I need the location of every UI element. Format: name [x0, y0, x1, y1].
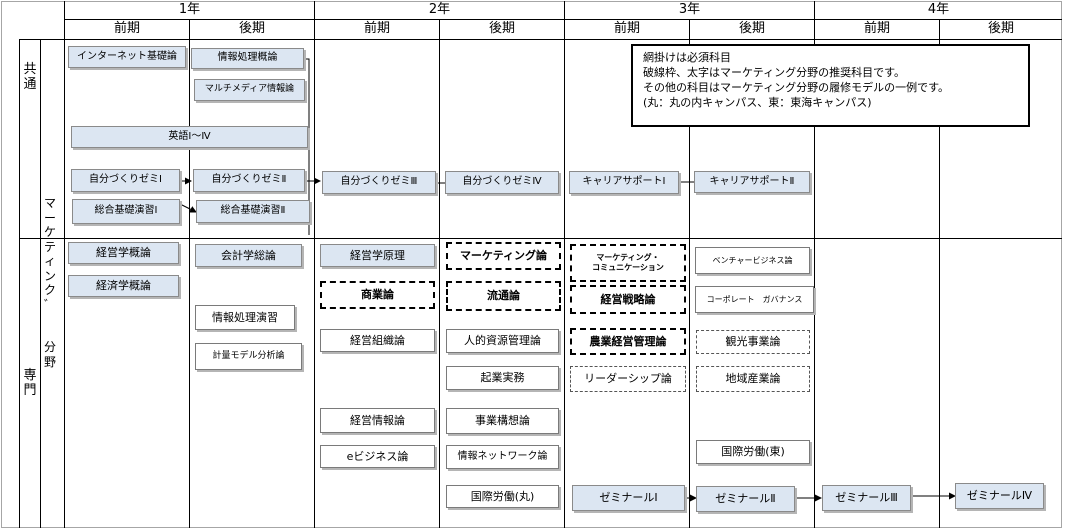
- course-keiei-genri: 経営学原理: [320, 244, 435, 267]
- course-english: 英語Ⅰ～Ⅳ: [71, 126, 308, 148]
- course-venture: ベンチャービジネス論: [695, 247, 810, 274]
- course-kanko: 観光事業論: [696, 330, 810, 354]
- course-joho-network: 情報ネットワーク論: [446, 445, 559, 469]
- course-senryaku: 経営戦略論: [570, 285, 686, 314]
- year-header-4: 4年: [927, 2, 950, 17]
- term-header: 前期: [863, 21, 890, 36]
- legend-line: 破線枠、太字はマーケティング分野の推奨科目です。: [643, 66, 906, 79]
- course-info-gairon: 情報処理概論: [191, 48, 304, 69]
- side-label-marketing: マ ー ケ テ ィ ン ク ゛: [43, 196, 56, 312]
- term-header: 前期: [113, 21, 140, 36]
- grid-line: [19, 39, 20, 528]
- course-seminar-1: ゼミナールⅠ: [572, 485, 685, 511]
- course-internet: インターネット基礎論: [68, 46, 186, 68]
- grid-line: [439, 19, 440, 528]
- term-header: 後期: [987, 21, 1014, 36]
- course-corporate: コーポレート ガバナンス: [695, 286, 814, 313]
- course-career-2: キャリアサポートⅡ: [694, 171, 810, 193]
- connector-line: [304, 58, 310, 235]
- course-zemi-3: 自分づくりゼミⅢ: [322, 171, 436, 194]
- legend-line: 網掛けは必須科目: [643, 51, 731, 64]
- term-header: 前期: [613, 21, 640, 36]
- course-sogo-2: 総合基礎演習Ⅱ: [196, 200, 310, 223]
- course-seminar-2: ゼミナールⅡ: [696, 486, 795, 512]
- course-marketing: マーケティング論: [446, 242, 561, 270]
- term-header: 後期: [238, 21, 265, 36]
- course-multimedia: マルチメディア情報論: [194, 79, 305, 101]
- grid-line: [564, 1, 565, 528]
- year-header-1: 1年: [178, 2, 201, 17]
- grid-line: [939, 19, 940, 528]
- course-jinteki: 人的資源管理論: [446, 329, 559, 353]
- course-keiei-gairon: 経営学概論: [68, 242, 179, 264]
- year-header-3: 3年: [678, 2, 701, 17]
- term-header: 後期: [738, 21, 765, 36]
- course-info-enshu: 情報処理演習: [195, 305, 295, 330]
- course-kaikei: 会計学総論: [195, 244, 302, 267]
- course-keiryo: 計量モデル分析論: [195, 343, 302, 370]
- connector-arrow: [179, 203, 197, 213]
- course-seminar-3: ゼミナールⅢ: [822, 485, 911, 511]
- course-zemi-2: 自分づくりゼミⅡ: [193, 169, 305, 192]
- grid-line: [314, 1, 315, 528]
- legend-line: その他の科目はマーケティング分野の履修モデルの一例です。: [643, 81, 950, 94]
- grid-line: [814, 1, 815, 528]
- course-kokusai-higashi: 国際労働(東): [696, 440, 810, 464]
- course-ryutsu: 流通論: [446, 281, 561, 311]
- course-soshiki: 経営組織論: [320, 329, 435, 352]
- course-keiei-joho: 経営情報論: [320, 408, 435, 433]
- course-keizai-gairon: 経済学概論: [68, 275, 179, 297]
- grid-line: [40, 39, 41, 528]
- course-shogyo: 商業論: [320, 281, 435, 309]
- course-nogyo: 農業経営管理論: [570, 328, 686, 355]
- grid-line: [689, 19, 690, 528]
- course-marcom: マーケティング・ コミュニケーション: [570, 244, 686, 282]
- course-seminar-4: ゼミナールⅣ: [955, 483, 1044, 509]
- legend-line: (丸：丸の内キャンパス、東：東海キャンパス): [643, 96, 872, 109]
- grid-line: [20, 238, 1062, 239]
- course-sogo-1: 総合基礎演習Ⅰ: [72, 199, 180, 224]
- course-kokusai-maru: 国際労働(丸): [446, 485, 559, 508]
- term-header: 前期: [363, 21, 390, 36]
- side-label-specialized: 専 門: [23, 368, 37, 398]
- grid-line: [20, 39, 1062, 40]
- side-label-field: 分 野: [43, 340, 56, 369]
- term-header: 後期: [488, 21, 515, 36]
- course-ebiz: eビジネス論: [320, 445, 435, 468]
- course-leader: リーダーシップ論: [570, 366, 686, 392]
- grid-line: [189, 19, 190, 528]
- course-kigyo: 起業実務: [446, 366, 559, 390]
- legend-box: 網掛けは必須科目 破線枠、太字はマーケティング分野の推奨科目です。 その他の科目…: [631, 44, 1030, 127]
- course-zemi-4: 自分づくりゼミⅣ: [445, 171, 559, 194]
- year-header-2: 2年: [428, 2, 451, 17]
- course-career-1: キャリアサポートⅠ: [569, 171, 679, 194]
- course-chiiki: 地域産業論: [696, 366, 810, 392]
- side-label-common: 共 通: [23, 62, 37, 92]
- course-jigyo: 事業構想論: [446, 408, 559, 434]
- grid-line: [65, 19, 1062, 20]
- grid-line: [64, 1, 65, 528]
- course-zemi-1: 自分づくりゼミⅠ: [71, 169, 180, 192]
